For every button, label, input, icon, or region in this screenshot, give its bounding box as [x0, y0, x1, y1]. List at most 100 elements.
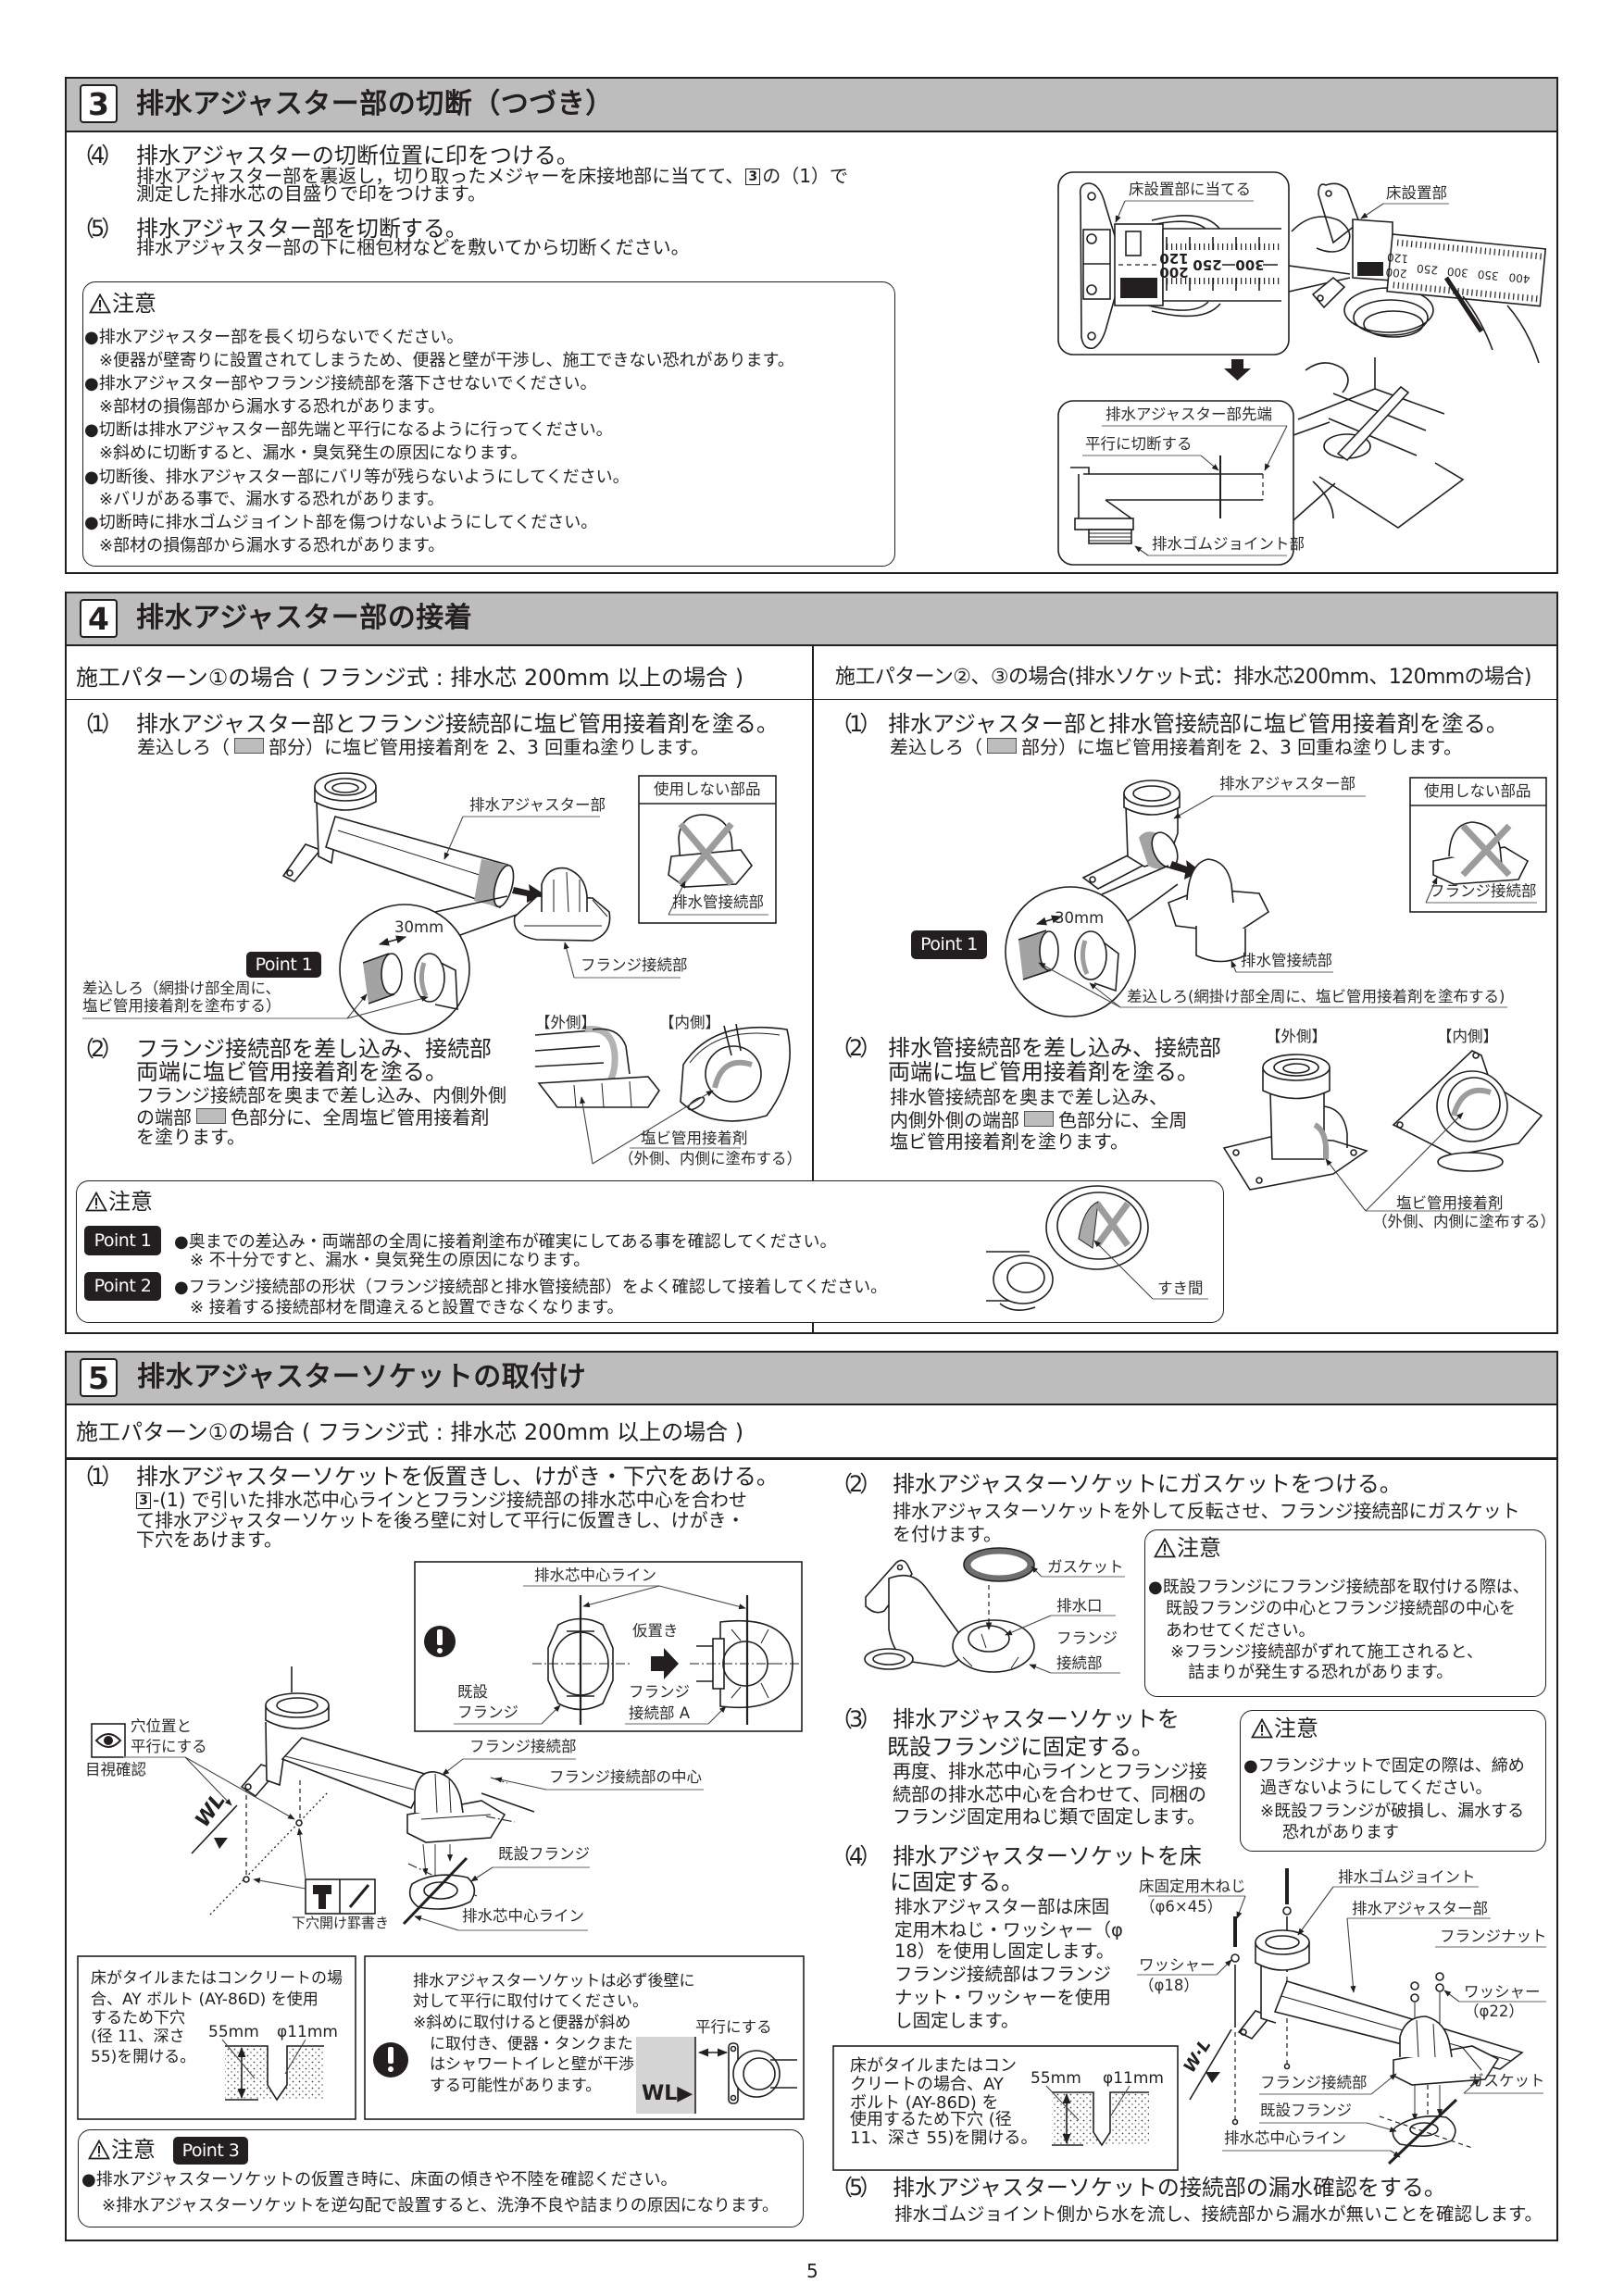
label-connector-s5: 接続部 [1056, 1654, 1103, 1672]
warning-icon [1251, 1718, 1273, 1739]
s4-left-step2-body-3: を塗ります。 [136, 1126, 245, 1148]
page-number: 5 [806, 2260, 818, 2282]
label-insertion-allowance-2: 塩ビ管用接着剤を塗布する） [82, 997, 281, 1015]
s3-caution-note: ※部材の損傷部から漏水する恐れがあります。 [99, 397, 445, 417]
label-adjuster-tip: 排水アジャスター部先端 [1106, 406, 1273, 423]
tile-box-depth: 55mm [208, 2023, 259, 2041]
s5-step1-body-3: 下穴をあけます。 [136, 1529, 282, 1551]
caution-label: 注意 [1274, 1716, 1318, 1741]
section-3-header-bar [67, 79, 1556, 132]
label-insertion-allowance-right: 差込しろ(網掛け部全周に、塩ビ管用接着剤を塗布する) [1127, 988, 1505, 1005]
inset-label-connector-a: 接続部 A [629, 1704, 691, 1722]
s3-caution-note: ※便器が壁寄りに設置されてしまうため、便器と壁が干渉し、施工できない恐れがありま… [99, 351, 794, 370]
s4-left-step2-body-2: の端部色部分に、全周塩ビ管用接着剤 [136, 1106, 489, 1129]
tile-box2-line: 床がタイルまたはコン [850, 2056, 1017, 2076]
s4-left-step1-number: （1） [72, 711, 123, 737]
s4-right-step1-number: （1） [831, 711, 881, 737]
tile-box2-line: ボルト (AY-86D) を [850, 2093, 999, 2113]
inset-label-temp-place: 仮置き [632, 1622, 679, 1640]
s3-step5-number: （5） [72, 216, 123, 242]
section-3-number-badge: 3 [80, 84, 118, 123]
label-parallel: 平行にする [695, 2018, 772, 2036]
label-gap: すき間 [1157, 1279, 1204, 1297]
body-text: -(1) で引いた排水芯中心ラインとフランジ接続部の排水芯中心を合わせ [153, 1489, 747, 1511]
s3-step4-body-text: 排水アジャスター部を裏返し，切り取ったメジャーを床接地部に当てて、 [136, 165, 744, 187]
label-drain-center-line-s5: 排水芯中心ライン [462, 1907, 584, 1925]
label-unused-part: 排水管接続部 [672, 893, 764, 911]
adhesive-swatch [196, 1108, 226, 1124]
label-rubber-joint: 排水ゴムジョイント部 [1152, 535, 1305, 553]
body-text: 部分）に塩ビ管用接着剤を 2、3 回重ね塗りします。 [269, 736, 710, 758]
point-1-caution-badge: Point 1 [84, 1226, 161, 1255]
s5-step4-number: （4） [831, 1843, 881, 1869]
caution-label: 注意 [1177, 1535, 1221, 1561]
label-flange-center: フランジ接続部の中心 [549, 1768, 702, 1786]
s3-caution-note: ※斜めに切断すると、漏水・臭気発生の原因になります。 [99, 443, 528, 463]
section-4-number-badge: 4 [80, 599, 118, 638]
tile-box2-line: 使用するため下穴 (径 [850, 2110, 1012, 2129]
label-washer-22: ワッシャー [1464, 1983, 1541, 2001]
section-5-frame [65, 1351, 1558, 2241]
label-dimension-30mm: 30mm [394, 918, 444, 936]
label-center-line-fig4: 排水芯中心ライン [1224, 2129, 1346, 2147]
s4-right-step1-heading: 排水アジャスター部と排水管接続部に塩ビ管用接着剤を塗る。 [888, 711, 1508, 737]
body-text: 差込しろ（ [890, 736, 982, 758]
label-adjuster-s5: 排水アジャスター部 [1352, 1900, 1489, 1917]
s5-caution-title: 注意 [88, 2137, 156, 2164]
label-rubber-joint-s5: 排水ゴムジョイント [1338, 1868, 1476, 1886]
parallel-box-line: に取付き、便器・タンクまた [430, 2035, 633, 2053]
tile-box-line: するため下穴 [91, 2009, 185, 2028]
label-outer-side: 【外側】 [535, 1014, 596, 1031]
label-dimension-30mm-right: 30mm [1055, 909, 1105, 927]
s5-step2-heading: 排水アジャスターソケットにガスケットをつける。 [893, 1471, 1402, 1497]
s4-caution-point2-text: ●フランジ接続部の形状（フランジ接続部と排水管接続部）をよく確認して接着してくだ… [174, 1278, 888, 1297]
parallel-box-line: はシャワートイレと壁が干渉 [430, 2055, 634, 2074]
s5-step3-caution-title: 注意 [1251, 1716, 1318, 1742]
s5-step3-caution-line: 恐れがあります [1282, 1823, 1399, 1842]
section-5-header-bar [67, 1353, 1556, 1405]
unused-part-title: 使用しない部品 [654, 780, 761, 798]
section-4-frame [65, 592, 1558, 1334]
section-ref-box: 3 [745, 168, 761, 185]
point-1-badge-right: Point 1 [911, 930, 987, 959]
s5-step3-caution-line: 過ぎないようにしてください。 [1260, 1778, 1493, 1798]
s3-step4-body-text-tail: の（1）で [762, 165, 848, 187]
adhesive-swatch [987, 738, 1017, 754]
section-4-subheader-row [67, 646, 1556, 700]
s4-right-step2-number: （2） [831, 1035, 881, 1061]
warning-icon [88, 2140, 110, 2160]
s4-left-subheader: 施工パターン①の場合 ( フランジ式 : 排水芯 200mm 以上の場合 ) [76, 665, 744, 691]
section-4-header-bar [67, 593, 1556, 646]
tile-box-line: 合、AY ボルト (AY-86D) を使用 [91, 1990, 319, 2009]
s4-left-step1-heading: 排水アジャスター部とフランジ接続部に塩ビ管用接着剤を塗る。 [136, 711, 779, 737]
s5-step4-body: フランジ接続部はフランジ [894, 1964, 1112, 1985]
label-inner-side: 【内側】 [659, 1014, 720, 1031]
body-text: 部分）に塩ビ管用接着剤を 2、3 回重ね塗りします。 [1021, 736, 1463, 758]
section-5-step3-caution-box [1240, 1710, 1546, 1852]
tile-box2-line: クリートの場合、AY [850, 2075, 1004, 2094]
section-4-caution-box [76, 1180, 1224, 1323]
s3-caution-bullet: ●切断は排水アジャスター部先端と平行になるように行ってください。 [84, 420, 613, 440]
s3-step4-number: （4） [72, 143, 123, 168]
s5-step4-body: 18）を使用し固定します。 [894, 1940, 1115, 1962]
section-4-column-divider [812, 646, 814, 1332]
body-text: 差込しろ（ [137, 736, 230, 758]
s5-step4-heading-2: に固定する。 [890, 1869, 1023, 1895]
s3-step4-heading: 排水アジャスターの切断位置に印をつける。 [136, 143, 579, 168]
inset-label-existing-flange: フランジ [457, 1703, 518, 1721]
body-text: の端部 [136, 1106, 192, 1129]
label-drain-port: 排水口 [1056, 1597, 1103, 1615]
s5-step3-heading: 排水アジャスターソケットを [893, 1706, 1180, 1732]
s4-right-subheader: 施工パターン②、③の場合(排水ソケット式：排水芯200mm、120mmの場合) [835, 666, 1531, 689]
section-5-step2-caution-box [1144, 1529, 1546, 1697]
s5-caution-point3-note: ※排水アジャスターソケットを逆勾配で設置すると、洗浄不良や詰まりの原因になります… [102, 2196, 779, 2215]
section-4-title: 排水アジャスター部の接着 [136, 602, 473, 634]
label-floor-part: 床設置部 [1386, 184, 1447, 202]
s4-left-step2-body-1: フランジ接続部を奥まで差し込み、内側外側 [136, 1084, 506, 1106]
label-hole-position: 穴位置と [131, 1717, 192, 1735]
s5-step3-body: 再度、排水芯中心ラインとフランジ接 [893, 1760, 1207, 1782]
label-pvc-adhesive-right: 塩ビ管用接着剤 [1396, 1194, 1504, 1212]
caution-label: 注意 [112, 291, 156, 317]
s5-step5-number: （5） [831, 2175, 881, 2201]
